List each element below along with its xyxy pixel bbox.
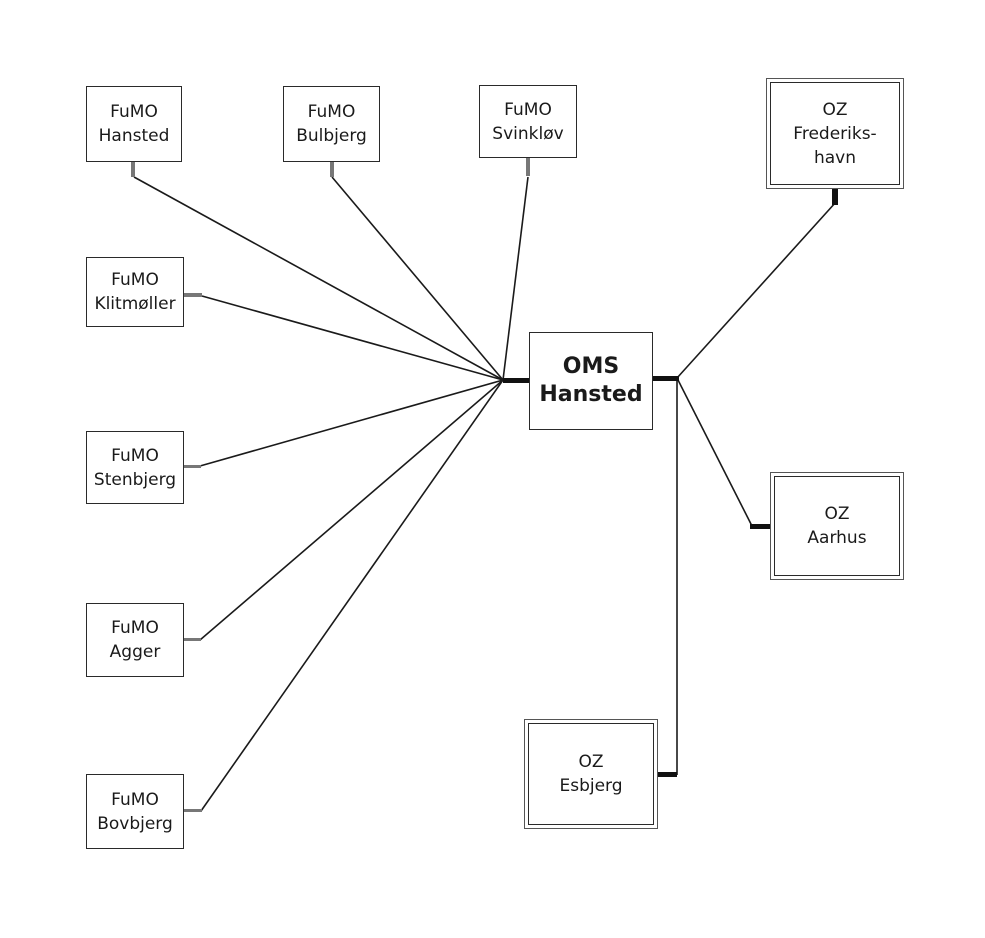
node-label-line2: Hansted (98, 126, 170, 146)
wire-oz-aarhus (676, 377, 753, 527)
node-label-line1: OZ (822, 99, 848, 120)
node-label-line2: Aarhus (807, 528, 867, 548)
node-label-line2: Bulbjerg (296, 126, 367, 146)
connector-oz-aarhus (750, 524, 770, 529)
connector-fumo-stenbjerg (184, 465, 201, 468)
connector-fumo-bovbjerg (184, 809, 202, 812)
connector-fumo-hansted (131, 162, 135, 177)
connector-hub-west (503, 378, 529, 383)
wire-fumo-bulbjerg (331, 176, 504, 381)
connector-oz-frederikshavn (832, 189, 838, 205)
node-label-line2: Agger (109, 642, 161, 662)
wire-fumo-svinklov (502, 176, 529, 381)
wire-fumo-stenbjerg (199, 379, 504, 467)
node-oz-esbjerg: OZ Esbjerg (524, 719, 658, 829)
node-label-line2: Klitmøller (94, 294, 176, 314)
wire-fumo-hansted (133, 176, 504, 381)
node-label-line2: Frederiks- (793, 123, 877, 144)
connector-fumo-bulbjerg (330, 162, 334, 177)
node-fumo-svinklov: FuMO Svinkløv (479, 85, 577, 158)
node-label-line1: FuMO (110, 102, 158, 122)
node-label-line1: FuMO (111, 445, 159, 466)
node-label-line2: Esbjerg (559, 776, 623, 796)
node-fumo-hansted: FuMO Hansted (86, 86, 182, 162)
node-fumo-agger: FuMO Agger (86, 603, 184, 677)
wire-fumo-agger (199, 379, 504, 641)
connector-oz-esbjerg (657, 772, 677, 777)
node-label-line1: FuMO (111, 789, 159, 810)
wire-fumo-klitmoller (201, 295, 504, 381)
node-inner-frame: OZ Esbjerg (528, 723, 654, 825)
wire-oz-frederikshavn (676, 201, 837, 379)
node-inner-frame: OZ Aarhus (774, 476, 900, 576)
hub-label-line1: OMS (562, 354, 620, 379)
node-oms-hansted: OMS Hansted (529, 332, 653, 430)
connector-fumo-klitmoller (184, 293, 202, 297)
connector-fumo-agger (184, 638, 201, 641)
node-label-line2: Stenbjerg (93, 469, 177, 490)
hub-label-line2: Hansted (539, 382, 643, 407)
node-oz-frederikshavn: OZ Frederiks- havn (766, 78, 904, 189)
node-label-line1: OZ (578, 752, 604, 772)
wire-fumo-bovbjerg (200, 379, 504, 812)
node-inner-frame: OZ Frederiks- havn (770, 82, 900, 185)
node-label-line3: havn (813, 147, 857, 168)
node-label-line1: FuMO (504, 99, 552, 120)
connector-fumo-svinklov (526, 158, 530, 176)
node-fumo-bovbjerg: FuMO Bovbjerg (86, 774, 184, 849)
connector-hub-east (653, 376, 679, 381)
node-oz-aarhus: OZ Aarhus (770, 472, 904, 580)
node-label-line1: FuMO (111, 270, 159, 290)
node-label-line2: Svinkløv (492, 123, 564, 144)
node-label-line1: OZ (824, 504, 850, 524)
node-label-line2: Bovbjerg (97, 813, 173, 834)
node-fumo-stenbjerg: FuMO Stenbjerg (86, 431, 184, 504)
node-fumo-klitmoller: FuMO Klitmøller (86, 257, 184, 327)
node-label-line1: FuMO (307, 102, 356, 122)
node-fumo-bulbjerg: FuMO Bulbjerg (283, 86, 380, 162)
node-label-line1: FuMO (111, 618, 159, 638)
